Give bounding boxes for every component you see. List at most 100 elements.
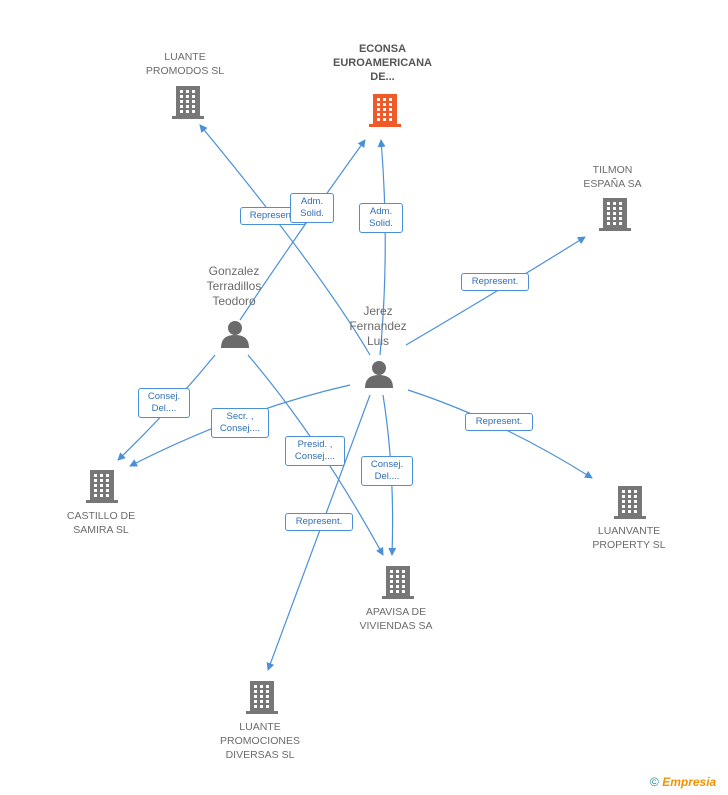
building-window xyxy=(186,90,189,93)
building-window xyxy=(254,700,257,703)
building-window xyxy=(607,212,610,215)
footer-credit[interactable]: © Empresia xyxy=(650,775,716,789)
building-window xyxy=(389,113,392,116)
building-window xyxy=(390,590,393,593)
building-window xyxy=(619,207,622,210)
building-window xyxy=(266,695,269,698)
edge-jerez-luante-promociones xyxy=(266,394,371,671)
edge-label-represent[interactable]: Represent. xyxy=(461,273,529,291)
building-window xyxy=(402,570,405,573)
building-window xyxy=(389,103,392,106)
building-window xyxy=(260,695,263,698)
building-window xyxy=(628,495,631,498)
building-window xyxy=(607,207,610,210)
edge-label-secr-consej[interactable]: Secr. , Consej.... xyxy=(211,408,269,438)
building-window xyxy=(260,690,263,693)
building-window xyxy=(266,690,269,693)
building-window xyxy=(402,575,405,578)
building-window xyxy=(186,100,189,103)
building-window xyxy=(390,570,393,573)
building-window xyxy=(389,98,392,101)
building-window xyxy=(613,222,616,225)
building-window xyxy=(100,489,103,492)
edge-label-represent[interactable]: Represent. xyxy=(465,413,533,431)
building-window xyxy=(383,98,386,101)
building-window xyxy=(254,705,257,708)
building-window xyxy=(622,500,625,503)
building-window xyxy=(628,500,631,503)
person-icon[interactable] xyxy=(221,321,249,348)
person-gonzalez[interactable]: Gonzalez Terradillos Teodoro xyxy=(206,264,262,308)
building-window xyxy=(634,495,637,498)
edge-gonzalez-econsa xyxy=(239,139,366,321)
building-window xyxy=(377,103,380,106)
person-jerez[interactable]: Jerez Fernandez Luis xyxy=(349,304,407,348)
company-castillo[interactable]: CASTILLO DE SAMIRA SL xyxy=(66,510,136,536)
building-window xyxy=(619,212,622,215)
brand-logo: Empresia xyxy=(662,775,717,789)
building-window xyxy=(186,110,189,113)
building-window xyxy=(192,100,195,103)
edge-label-consej-del[interactable]: Consej. Del.... xyxy=(138,388,190,418)
edge-label-presid-consej[interactable]: Presid. , Consej.... xyxy=(285,436,345,466)
building-window xyxy=(254,690,257,693)
building-window xyxy=(100,494,103,497)
building-window xyxy=(634,505,637,508)
building-window xyxy=(622,490,625,493)
building-window xyxy=(260,685,263,688)
building-window xyxy=(628,490,631,493)
building-window xyxy=(377,98,380,101)
building-window xyxy=(180,110,183,113)
building-window xyxy=(634,490,637,493)
building-window xyxy=(402,585,405,588)
building-window xyxy=(192,95,195,98)
building-window xyxy=(619,217,622,220)
edge-jerez-econsa xyxy=(377,139,386,356)
building-window xyxy=(186,105,189,108)
company-luante-promodos[interactable]: LUANTE PROMODOS SL xyxy=(145,51,225,77)
building-window xyxy=(377,118,380,121)
building-window xyxy=(260,700,263,703)
company-luanvante[interactable]: LUANVANTE PROPERTY SL xyxy=(592,525,666,551)
building-window xyxy=(389,118,392,121)
company-econsa[interactable]: ECONSA EUROAMERICANA DE... xyxy=(333,43,432,83)
building-window xyxy=(383,118,386,121)
person-icon[interactable] xyxy=(365,361,393,388)
building-window xyxy=(628,510,631,513)
building-window xyxy=(266,685,269,688)
building-window xyxy=(192,105,195,108)
building-window xyxy=(106,494,109,497)
company-tilmon[interactable]: TILMON ESPAÑA SA xyxy=(583,164,642,190)
building-window xyxy=(94,489,97,492)
building-window xyxy=(619,222,622,225)
building-window xyxy=(254,695,257,698)
building-window xyxy=(613,202,616,205)
edge-label-consej-del[interactable]: Consej. Del.... xyxy=(361,456,413,486)
building-window xyxy=(607,202,610,205)
copyright-icon: © xyxy=(650,775,659,789)
building-window xyxy=(180,95,183,98)
building-window xyxy=(192,90,195,93)
company-apavisa[interactable]: APAVISA DE VIVIENDAS SA xyxy=(359,606,433,632)
building-window xyxy=(94,479,97,482)
edge-label-represent[interactable]: Represent. xyxy=(285,513,353,531)
building-window xyxy=(389,108,392,111)
building-window xyxy=(619,202,622,205)
building-window xyxy=(634,510,637,513)
company-luante-promociones[interactable]: LUANTE PROMOCIONES DIVERSAS SL xyxy=(220,721,300,761)
building-window xyxy=(622,510,625,513)
building-window xyxy=(613,217,616,220)
building-window xyxy=(383,108,386,111)
building-window xyxy=(106,479,109,482)
building-window xyxy=(180,105,183,108)
building-window xyxy=(402,590,405,593)
building-window xyxy=(390,580,393,583)
edge-label-adm-solid[interactable]: Adm. Solid. xyxy=(290,193,334,223)
building-window xyxy=(396,590,399,593)
building-window xyxy=(396,570,399,573)
building-window xyxy=(106,484,109,487)
building-window xyxy=(100,479,103,482)
building-window xyxy=(100,484,103,487)
edge-label-adm-solid[interactable]: Adm. Solid. xyxy=(359,203,403,233)
